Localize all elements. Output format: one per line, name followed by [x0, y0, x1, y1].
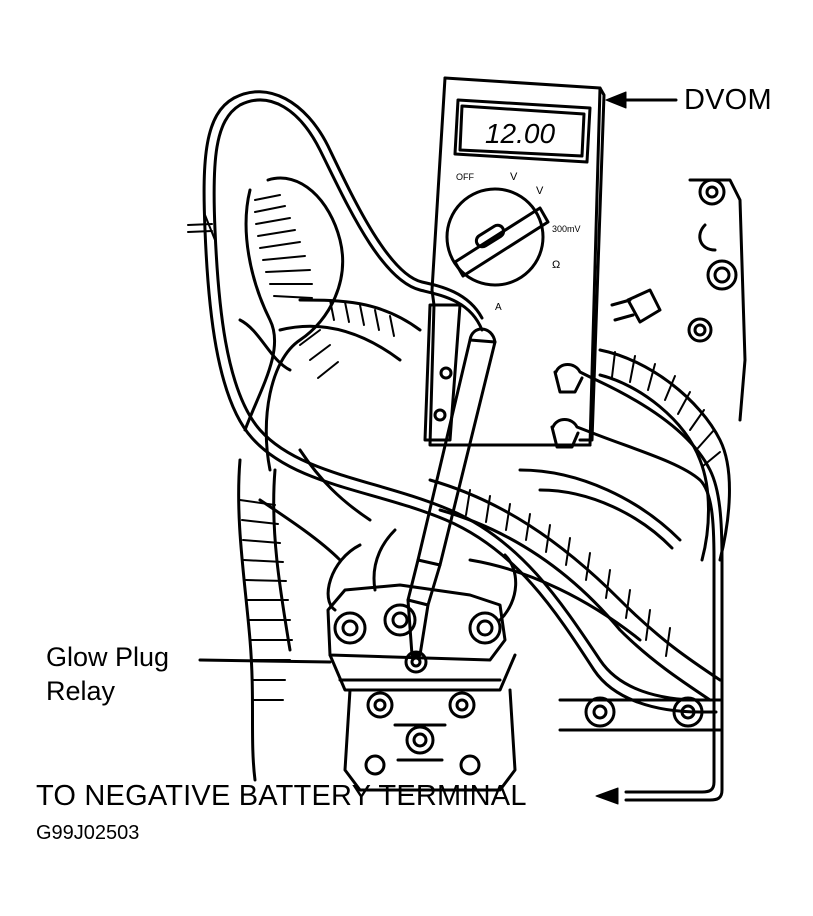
engine-bolts — [558, 178, 747, 732]
probe-drawing — [406, 303, 497, 657]
figure-code: G99J02503 — [36, 822, 140, 844]
test-leads — [187, 90, 724, 802]
dvom-meter-drawing — [428, 76, 606, 449]
glow-plug-relay-drawing — [326, 528, 518, 792]
dial-ohm-label: Ω — [552, 259, 560, 271]
dial-off-label: OFF — [456, 172, 474, 182]
dvom-label: DVOM — [684, 84, 772, 116]
glow-plug-label-line1: Glow Plug — [46, 642, 170, 672]
dial-mv-label: 300mV — [552, 224, 581, 234]
wiring-harness — [237, 176, 731, 782]
meter-reading: 12.00 — [485, 118, 555, 149]
dial-vac-label: V — [510, 171, 518, 183]
dvom-arrowhead — [605, 91, 627, 109]
negative-battery-terminal-label: TO NEGATIVE BATTERY TERMINAL — [36, 780, 527, 812]
dial-amp-label: A — [495, 302, 502, 313]
glow-plug-leader-line — [198, 658, 332, 664]
glow-plug-label-line2: Relay — [46, 676, 116, 706]
glow-plug-relay-label: Glow Plug Relay — [46, 640, 169, 708]
negative-terminal-arrowhead — [595, 787, 619, 805]
dial-vdc-label: V — [536, 185, 544, 197]
